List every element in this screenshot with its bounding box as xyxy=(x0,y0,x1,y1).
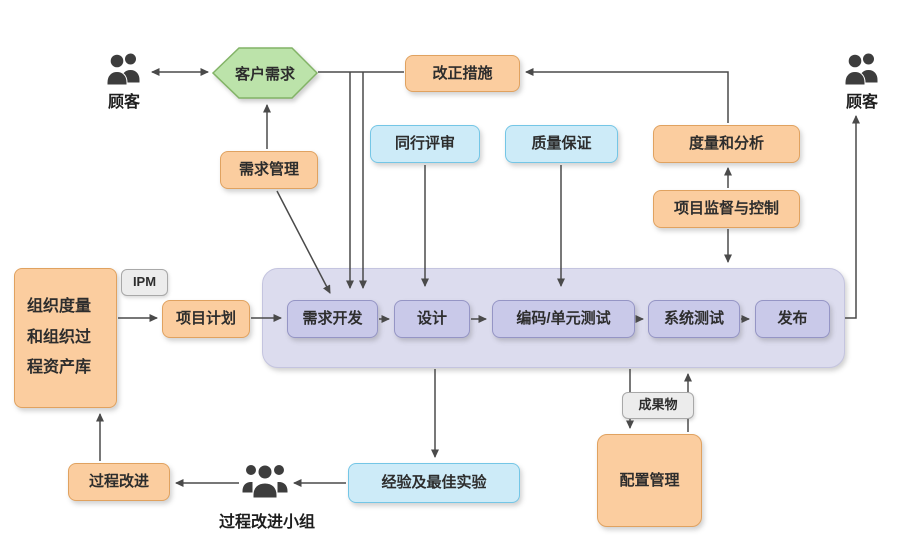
deliverables-tag: 成果物 xyxy=(622,392,694,419)
quality-assurance-label: 质量保证 xyxy=(531,135,592,153)
customer-right-label: 顾客 xyxy=(845,94,878,111)
stage-label: 编码/单元测试 xyxy=(516,310,611,328)
customer-right-icon xyxy=(842,50,882,91)
stage-design: 设计 xyxy=(394,300,470,338)
customer-requirements-node: 客户需求 xyxy=(211,46,319,100)
org-asset-library-label: 组织度量和组织过程资产库 xyxy=(27,298,92,377)
peer-review-label: 同行评审 xyxy=(394,135,455,153)
stage-label: 设计 xyxy=(416,310,447,328)
configuration-management-node: 配置管理 xyxy=(597,434,702,527)
stage-system-test: 系统测试 xyxy=(648,300,740,338)
quality-assurance-node: 质量保证 xyxy=(505,125,618,163)
stage-coding-unit-test: 编码/单元测试 xyxy=(492,300,635,338)
ipm-tag: IPM xyxy=(121,269,168,296)
project-monitoring-control-node: 项目监督与控制 xyxy=(653,190,800,228)
measurement-analysis-node: 度量和分析 xyxy=(653,125,800,163)
experience-best-practice-label: 经验及最佳实验 xyxy=(381,474,487,492)
project-planning-label: 项目计划 xyxy=(175,310,236,328)
org-asset-library-node: 组织度量和组织过程资产库 xyxy=(14,268,117,408)
experience-best-practice-node: 经验及最佳实验 xyxy=(348,463,520,503)
stage-label: 需求开发 xyxy=(302,310,363,328)
stage-label: 系统测试 xyxy=(663,310,724,328)
customer-left-label: 顾客 xyxy=(107,94,140,111)
stage-release: 发布 xyxy=(755,300,830,338)
project-monitoring-control-label: 项目监督与控制 xyxy=(673,200,779,218)
process-improvement-team-label: 过程改进小组 xyxy=(218,514,315,531)
measurement-analysis-label: 度量和分析 xyxy=(688,135,764,153)
requirements-management-node: 需求管理 xyxy=(220,151,318,189)
project-planning-node: 项目计划 xyxy=(162,300,250,338)
configuration-management-label: 配置管理 xyxy=(619,471,680,489)
process-improvement-team-icon xyxy=(240,458,290,507)
arrow-release-to-customer xyxy=(845,115,860,319)
process-improvement-node: 过程改进 xyxy=(68,463,170,501)
stage-requirements-development: 需求开发 xyxy=(287,300,378,338)
deliverables-label: 成果物 xyxy=(638,397,678,413)
process-improvement-label: 过程改进 xyxy=(88,473,149,491)
corrective-actions-label: 改正措施 xyxy=(432,64,493,82)
peer-review-node: 同行评审 xyxy=(370,125,480,163)
ipm-label: IPM xyxy=(132,274,157,290)
arrow-measurement-to-corrective xyxy=(525,68,729,123)
hexagon-shape xyxy=(211,47,319,99)
corrective-actions-node: 改正措施 xyxy=(405,55,520,92)
customer-requirements-label: 客户需求 xyxy=(234,65,295,83)
requirements-management-label: 需求管理 xyxy=(238,161,299,179)
stage-label: 发布 xyxy=(777,310,808,328)
customer-left-icon xyxy=(104,50,144,91)
